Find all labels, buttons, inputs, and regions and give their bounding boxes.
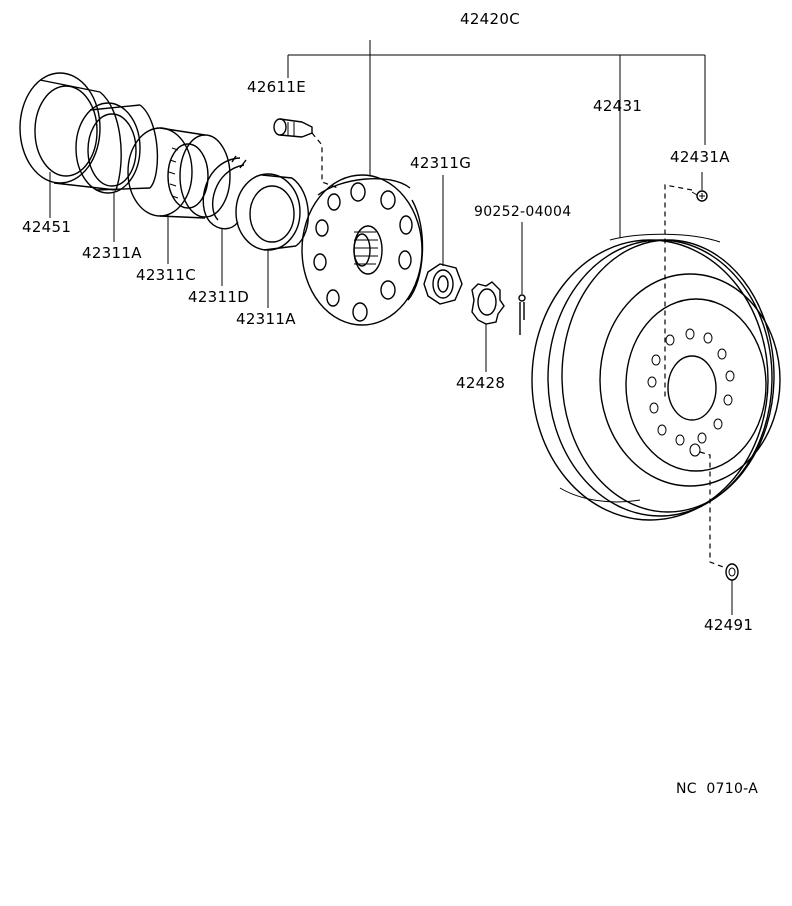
snap-ring-part [202, 155, 247, 286]
label-plug: 42491 [704, 616, 753, 634]
brake-disc-part [531, 95, 781, 521]
hub-bolt-part [273, 118, 339, 189]
label-assembly: 42420C [460, 10, 520, 28]
label-outer-seal: 42451 [22, 218, 71, 236]
label-bearing: 42311C [136, 266, 196, 284]
label-inner-race: 42311A [236, 310, 296, 328]
cotter-pin-part [518, 222, 526, 335]
outer-seal-part [19, 72, 122, 218]
label-snap-ring: 42311D [188, 288, 249, 306]
label-lock-nut: 42311G [410, 154, 471, 172]
label-lock-cap: 42428 [456, 374, 505, 392]
label-hub-bolt: 42611E [247, 78, 306, 96]
bearing-part [127, 127, 231, 264]
lock-cap-part [471, 281, 505, 372]
plug-part [689, 443, 739, 615]
label-cotter-pin: 90252-04004 [474, 204, 571, 220]
disc-screw-part [664, 172, 708, 400]
label-disc: 42431 [593, 97, 642, 115]
diagram-code: NC 0710-A [676, 781, 758, 797]
hub-flange-part [301, 174, 424, 326]
label-disc-screw: 42431A [670, 148, 730, 166]
inner-race-part [235, 173, 309, 308]
assembly-bracket [287, 40, 706, 175]
outer-race-part [75, 102, 159, 242]
lock-nut-part [423, 175, 463, 305]
label-outer-race: 42311A [82, 244, 142, 262]
